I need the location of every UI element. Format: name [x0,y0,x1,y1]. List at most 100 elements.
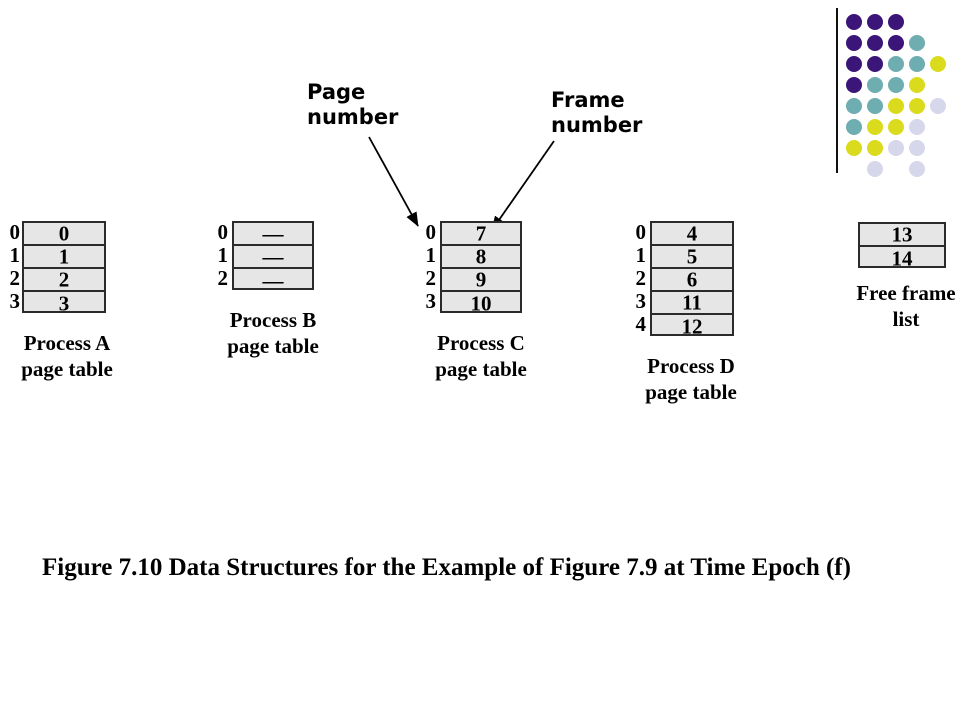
logo-divider-line [836,8,838,173]
table-row: — [234,269,312,292]
logo-dot-purple [846,56,862,72]
logo-dot-teal [909,56,925,72]
frame-number-value: 6 [686,267,698,291]
frame-number-value: — [262,244,284,268]
logo-dot-purple [846,35,862,51]
frame-number-value: 4 [686,221,698,245]
table-row: 1 [24,246,104,269]
page-table-caption-process-b: Process B page table [227,308,319,358]
frame-number-value: 9 [475,267,487,291]
table-row: 10 [442,292,520,315]
logo-dot-lavender [867,161,883,177]
page-index-label: 1 [635,243,647,267]
logo-dot-purple [846,14,862,30]
logo-dot-purple [888,14,904,30]
table-row: 12 [652,315,732,338]
table-row: 11 [652,292,732,315]
page-table-caption-process-c: Process C page table [435,331,527,381]
logo-dot-yellow [909,77,925,93]
logo-dot-purple [888,35,904,51]
logo-dot-purple [867,14,883,30]
logo-dot-teal [846,119,862,135]
table-row: 13 [860,224,944,247]
page-table-caption-process-d: Process D page table [645,354,737,404]
logo-dot-lavender [909,140,925,156]
page-table-box-process-b: ——— [232,221,314,292]
logo-dot-teal [867,77,883,93]
page-index-label: 2 [425,266,437,290]
frame-number-value: 0 [58,221,70,245]
table-row: 14 [860,247,944,270]
logo-dot-teal [867,98,883,114]
table-row: 8 [442,246,520,269]
logo-dot-teal [888,77,904,93]
figure-caption: Figure 7.10 Data Structures for the Exam… [42,554,851,581]
page-index-label: 2 [635,266,647,290]
table-row: 7 [442,223,520,246]
logo-dot-teal [909,35,925,51]
page-index-label: 2 [217,266,229,290]
frame-number-callout-label: Frame number [551,88,643,137]
frame-number-value: 5 [686,244,698,268]
frame-number-arrow [491,140,555,231]
logo-dot-yellow [846,140,862,156]
page-index-label: 2 [9,266,21,290]
page-index-label: 3 [9,289,21,313]
page-number-arrow [368,136,419,227]
page-index-label: 0 [425,220,437,244]
frame-number-value: 1 [58,244,70,268]
page-index-label: 1 [9,243,21,267]
page-index-label: 1 [425,243,437,267]
frame-number-value: 14 [891,246,913,270]
frame-number-value: 11 [682,290,702,314]
frame-number-value: 8 [475,244,487,268]
table-row: 6 [652,269,732,292]
page-table-caption-free-frame-list: Free frame list [856,281,956,331]
logo-dot-yellow [930,56,946,72]
table-row: 9 [442,269,520,292]
page-index-label: 0 [9,220,21,244]
frame-number-value: 2 [58,267,70,291]
table-row: 5 [652,246,732,269]
logo-dot-teal [846,98,862,114]
frame-number-value: 7 [475,221,487,245]
logo-dot-yellow [909,98,925,114]
page-index-label: 1 [217,243,229,267]
table-row: 4 [652,223,732,246]
logo-dot-lavender [888,140,904,156]
table-row: 3 [24,292,104,315]
logo-dot-yellow [867,140,883,156]
page-index-label: 0 [635,220,647,244]
frame-number-value: 12 [681,314,703,338]
frame-number-value: — [262,221,284,245]
logo-dot-lavender [909,161,925,177]
page-index-label: 3 [425,289,437,313]
table-row: 0 [24,223,104,246]
logo-dot-yellow [867,119,883,135]
page-index-label: 3 [635,289,647,313]
frame-number-value: 13 [891,222,913,246]
table-row: — [234,223,312,246]
logo-dot-purple [846,77,862,93]
page-table-caption-process-a: Process A page table [21,331,113,381]
frame-number-value: 3 [58,291,70,315]
page-index-label: 4 [635,312,647,336]
frame-number-value: 10 [470,291,492,315]
logo-dot-teal [888,56,904,72]
logo-dot-purple [867,56,883,72]
dot-grid-logo [846,14,960,177]
table-row: 2 [24,269,104,292]
logo-dot-yellow [888,98,904,114]
logo-dot-yellow [888,119,904,135]
frame-number-value: — [262,268,284,292]
page-number-callout-label: Page number [307,80,399,129]
logo-dot-purple [867,35,883,51]
page-index-label: 0 [217,220,229,244]
logo-dot-lavender [930,98,946,114]
logo-dot-lavender [909,119,925,135]
